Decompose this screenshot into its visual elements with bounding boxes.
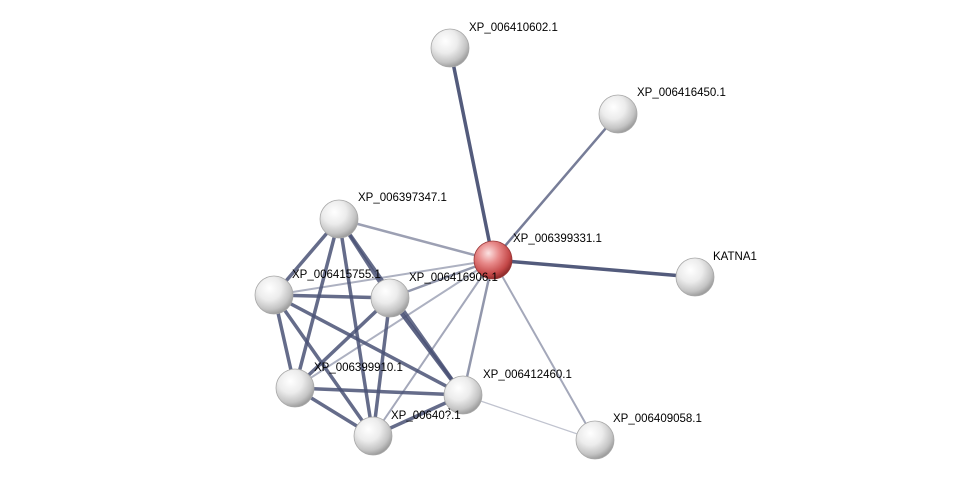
node-label-xp-006416906-1: XP_006416906.1 — [409, 272, 498, 284]
node-label-katna1: KATNA1 — [713, 251, 757, 263]
node-label-xp-006409058-1: XP_006409058.1 — [613, 413, 702, 425]
node-xp-006409058-1[interactable] — [575, 420, 615, 460]
edge-xp-006399331-1-xp-006412460-1 — [461, 258, 495, 397]
nodes-layer — [254, 28, 715, 460]
node-xp-006416906-1[interactable] — [370, 278, 410, 318]
edge-xp-006415755-1-xp-006412460-1 — [272, 293, 465, 397]
node-label-xp-006399910-1: XP_006399910.1 — [314, 362, 403, 374]
node-xp-006412460-1[interactable] — [443, 375, 483, 415]
node-label-xp-006399331-1: XP_006399331.1 — [513, 233, 602, 245]
edge-xp-006412460-1-xp-006409058-1 — [462, 394, 596, 441]
edge-xp-006399331-1-xp-006410602-1 — [448, 46, 495, 262]
edge-xp-006399910-1-xp-006412460-1 — [293, 386, 465, 397]
node-xp-006410602-1[interactable] — [430, 28, 470, 68]
node-xp-006399331-1[interactable] — [473, 240, 513, 280]
labels-layer: XP_006399331.1 XP_006410602.1XP_006416450… — [292, 22, 757, 425]
edge-xp-006397347-1-xp-006407xxx-1 — [337, 217, 375, 438]
edge-xp-006399331-1-xp-006416450-1 — [491, 112, 620, 262]
edge-xp-006399331-1-xp-006407xxx-1 — [372, 259, 494, 437]
edge-xp-006399331-1-xp-006409058-1 — [492, 259, 596, 441]
edge-xp-006415755-1-xp-006407xxx-1 — [272, 293, 375, 438]
node-label-xp-006416450-1: XP_006416450.1 — [637, 87, 726, 99]
edge-xp-006399331-1-katna1 — [491, 258, 697, 279]
node-label-xp-006407xxx-1: XP_00640?̀.1 — [391, 409, 461, 422]
node-xp-006416450-1[interactable] — [598, 94, 638, 134]
edge-xp-006399331-1-xp-006397347-1 — [337, 217, 495, 262]
node-xp-006397347-1[interactable] — [319, 199, 359, 239]
node-label-xp-006412460-1: XP_006412460.1 — [483, 369, 572, 381]
node-label-xp-006415755-1: XP_006415755.1 — [292, 269, 381, 281]
edge-xp-006399331-1-xp-006415755-1 — [273, 259, 494, 296]
node-katna1[interactable] — [675, 257, 715, 297]
node-label-xp-006397347-1: XP_006397347.1 — [358, 192, 447, 204]
node-label-xp-006410602-1: XP_006410602.1 — [469, 22, 558, 34]
edge-xp-006416906-1-xp-006407xxx-1 — [371, 296, 392, 438]
edge-xp-006416906-1-xp-006412460-1 — [388, 296, 465, 397]
edge-xp-006416906-1-xp-006399910-1 — [293, 296, 392, 390]
edge-xp-006397347-1-xp-006399910-1 — [293, 217, 341, 390]
node-xp-006407xxx-1[interactable] — [353, 416, 393, 456]
node-xp-006415755-1[interactable] — [254, 275, 294, 315]
node-xp-006399910-1[interactable] — [275, 368, 315, 408]
edge-xp-006399331-1-xp-006399910-1 — [294, 259, 494, 389]
